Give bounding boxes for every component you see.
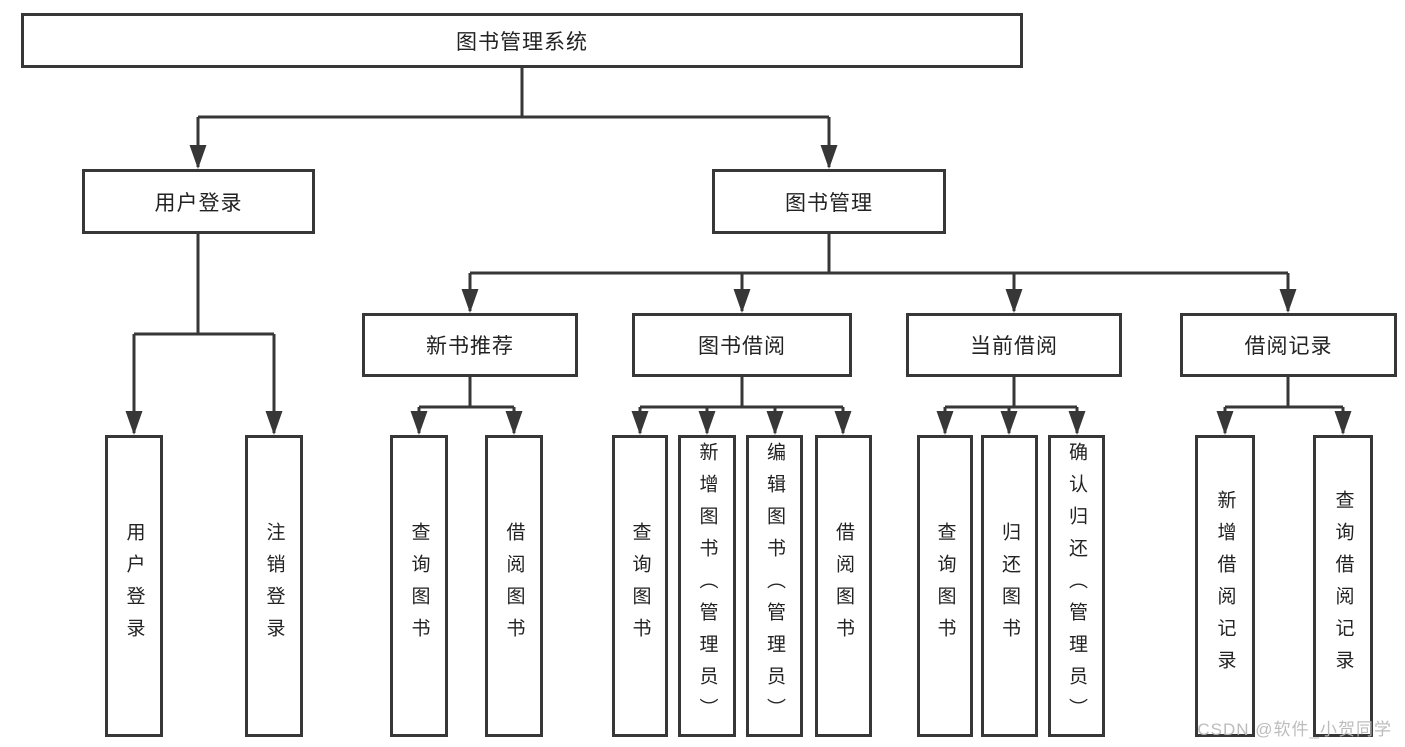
leaf-br-add-borrow-record: 新增借阅记录 (1195, 435, 1255, 737)
leaf-bb-query-book-label: 查询图书 (629, 522, 651, 650)
leaf-bb-borrow-book-label: 借阅图书 (833, 522, 854, 650)
leaf-cb-return-book: 归还图书 (981, 435, 1038, 737)
node-new-book-recommend: 新书推荐 (362, 313, 578, 377)
arrowheads (125, 145, 1352, 435)
leaf-bb-edit-book-admin: 编辑图书（管理员） (746, 435, 803, 737)
leaf-bb-add-book-admin-label: 新增图书（管理员） (696, 442, 718, 730)
leaf-bb-query-book: 查询图书 (612, 435, 668, 737)
node-current-borrow: 当前借阅 (906, 313, 1122, 377)
leaf-cb-confirm-return-admin: 确认归还（管理员） (1048, 435, 1105, 737)
leaf-br-add-borrow-record-label: 新增借阅记录 (1214, 490, 1236, 682)
leaf-bb-borrow-book: 借阅图书 (815, 435, 872, 737)
node-borrow-records: 借阅记录 (1180, 313, 1397, 377)
node-user-login: 用户登录 (82, 169, 315, 234)
leaf-cb-query-book: 查询图书 (917, 435, 973, 737)
node-book-management: 图书管理 (712, 169, 946, 234)
leaf-nbr-query-book: 查询图书 (390, 435, 448, 737)
node-book-borrow: 图书借阅 (632, 313, 852, 377)
leaf-logout-label: 注销登录 (263, 522, 285, 650)
leaf-bb-edit-book-admin-label: 编辑图书（管理员） (764, 442, 785, 730)
leaf-user-login: 用户登录 (105, 435, 163, 737)
leaf-br-query-borrow-record: 查询借阅记录 (1313, 435, 1373, 737)
leaf-bb-add-book-admin: 新增图书（管理员） (678, 435, 736, 737)
node-root: 图书管理系统 (21, 13, 1023, 68)
tree-edges (132, 68, 1345, 433)
leaf-nbr-borrow-book-label: 借阅图书 (503, 522, 525, 650)
leaf-cb-query-book-label: 查询图书 (934, 522, 956, 650)
csdn-watermark: CSDN @软件_小贺同学 (1197, 720, 1392, 739)
leaf-br-query-borrow-record-label: 查询借阅记录 (1332, 490, 1354, 682)
leaf-nbr-borrow-book: 借阅图书 (485, 435, 543, 737)
leaf-nbr-query-book-label: 查询图书 (408, 522, 430, 650)
leaf-user-login-label: 用户登录 (123, 522, 145, 650)
leaf-cb-confirm-return-admin-label: 确认归还（管理员） (1066, 442, 1087, 730)
leaf-cb-return-book-label: 归还图书 (999, 522, 1020, 650)
leaf-logout: 注销登录 (245, 435, 303, 737)
